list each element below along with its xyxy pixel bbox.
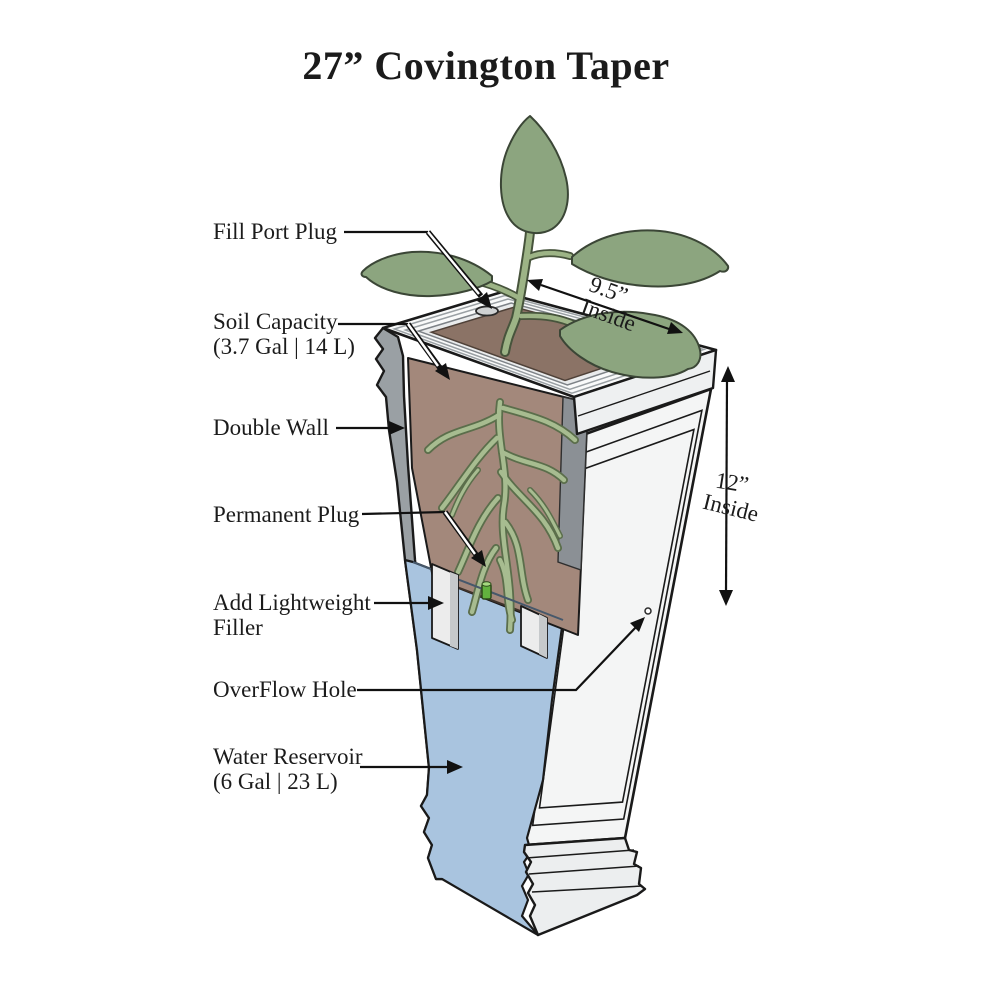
arrowhead-width-right bbox=[667, 322, 683, 334]
leaf-left bbox=[360, 250, 493, 298]
panel-inner-line bbox=[538, 428, 695, 809]
page-title: 27” Covington Taper bbox=[302, 43, 670, 88]
arrowhead-filler bbox=[428, 596, 444, 610]
leader-overflow bbox=[357, 625, 638, 692]
arrowhead-height-bottom bbox=[719, 590, 733, 606]
filler-legs bbox=[431, 563, 548, 659]
label-permanent-plug: Permanent Plug bbox=[213, 502, 360, 527]
filler-leg-right-side bbox=[539, 614, 547, 658]
leader-permanent-plug bbox=[361, 510, 446, 516]
arrowhead-height-top bbox=[721, 366, 735, 382]
leaf-top bbox=[500, 115, 569, 235]
inside-height-unit: Inside bbox=[701, 489, 762, 527]
filler-leg-left-side bbox=[450, 572, 458, 649]
cap-side-groove bbox=[577, 370, 711, 417]
label-overflow-hole: OverFlow Hole bbox=[213, 677, 357, 702]
base-steps bbox=[522, 836, 647, 937]
permanent-plug-icon bbox=[481, 581, 492, 600]
label-soil-capacity: Soil Capacity (3.7 Gal | 14 L) bbox=[213, 309, 355, 359]
leader-lines bbox=[336, 230, 645, 774]
arrowhead-fill-port bbox=[477, 292, 492, 309]
base-band-lines bbox=[525, 849, 643, 893]
fill-port-plug-icon bbox=[475, 305, 499, 317]
label-fill-port-plug: Fill Port Plug bbox=[213, 219, 337, 244]
roots-core bbox=[425, 399, 578, 633]
water-region bbox=[403, 558, 565, 937]
arrowhead-width-left bbox=[527, 279, 543, 291]
plant-leaves bbox=[360, 115, 730, 379]
leaf-right-upper bbox=[571, 229, 730, 288]
cap-step-line-1 bbox=[391, 294, 707, 394]
label-double-wall: Double Wall bbox=[213, 415, 329, 440]
inside-height-value: 12” bbox=[714, 468, 751, 498]
arrowhead-soil bbox=[435, 363, 450, 380]
arrowhead-permanent-plug bbox=[471, 550, 486, 567]
arrowhead-water bbox=[447, 760, 463, 774]
arrowhead-overflow bbox=[630, 617, 645, 632]
base-molding bbox=[522, 836, 647, 937]
plant bbox=[360, 115, 730, 379]
arrowhead-double-wall bbox=[389, 421, 405, 435]
water-reservoir-region bbox=[403, 558, 565, 937]
label-add-lightweight-filler: Add Lightweight Filler bbox=[213, 590, 371, 640]
root-system bbox=[424, 398, 579, 634]
label-water-reservoir: Water Reservoir (6 Gal | 23 L) bbox=[213, 744, 363, 794]
overflow-hole-icon bbox=[644, 607, 652, 615]
